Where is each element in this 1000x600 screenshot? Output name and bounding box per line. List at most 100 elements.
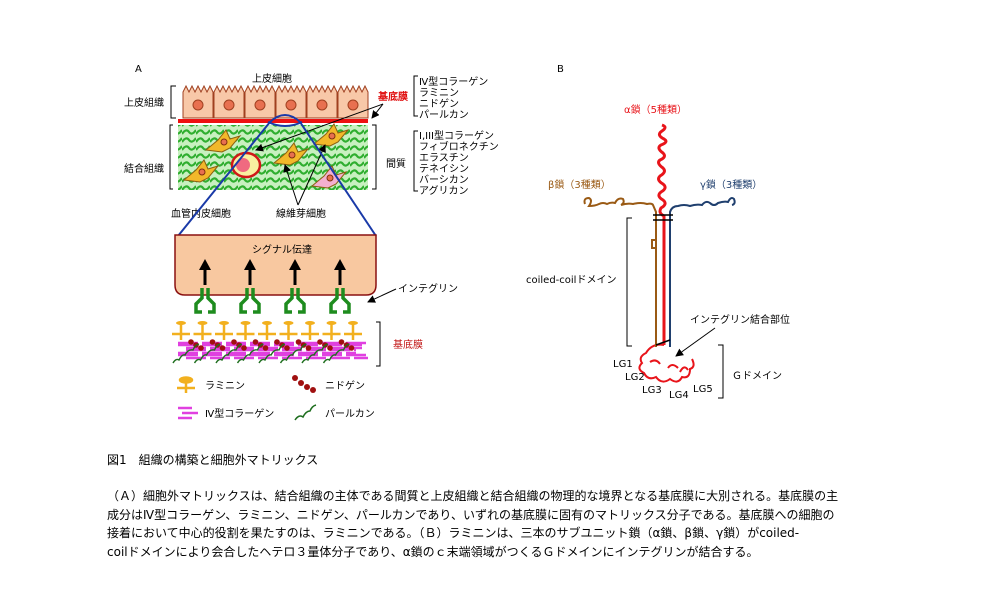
epithelial-cells [182,84,369,119]
interstitium-label: 間質 [386,157,406,170]
signal-arrowhead [199,259,211,270]
interstitium-component: テネイシン [419,163,469,175]
nidogen-bead [305,345,312,351]
panel-b: B α鎖（5種類） β鎖（3種類） γ鎖（3種類） coiled-coilドメイ… [526,64,790,401]
lg-label: LG5 [693,384,713,395]
nidogen-bead [274,339,280,345]
zoom-indicator [177,114,377,237]
cell-interior-box [174,234,377,296]
integrin-icon [329,288,351,314]
alpha-chain-label: α鎖（5種類） [624,103,687,116]
beta-chain-label: β鎖（3種類） [548,178,611,191]
description-line: coilドメインにより会合したヘテロ３量体分子であり、α鎖のｃ末端領域がつくるＧ… [107,544,759,559]
nidogen-icon [292,375,316,393]
nidogen-bead [198,345,204,351]
nidogen-bead [209,339,216,345]
panel-b-label: B [557,64,564,75]
epithelial-tissue-label: 上皮組織 [124,96,164,109]
lg-labels: LG1 LG2 LG3 LG4 LG5 [613,359,713,401]
coiled-coil-bracket [626,217,632,347]
bm-arrow [371,103,384,119]
g-domain-bracket [718,344,724,399]
fibroblast-arrow-2 [297,144,326,206]
cell-nucleus [316,99,328,111]
interstitium-component: エラスチン [419,152,469,164]
connective-bracket [169,124,173,190]
perlecan-strand [215,343,243,364]
lg-label: LG4 [669,390,689,401]
lg-label: LG1 [613,359,633,370]
bm-components-list: Ⅳ型コラーゲン ラミニン ニドゲン パールカン [419,75,488,121]
signal-arrowhead [244,259,256,270]
legend-laminin: ラミニン [205,380,245,392]
integrins [194,288,351,314]
g-domain-label: Ｇドメイン [732,371,782,382]
integrin-binding-site-label: インテグリン結合部位 [690,313,790,326]
bm-bracket [376,321,381,367]
perlecan-strand [193,343,221,364]
basement-membrane-label-2: 基底膜 [393,338,423,351]
epithelial-cell-label: 上皮細胞 [252,72,292,85]
nidogen-bead [338,339,345,345]
nidogen-bead [252,339,259,345]
fibroblast-arrow [283,164,299,206]
bm-component: Ⅳ型コラーゲン [419,75,488,88]
integrin-site-arrow [675,327,716,357]
laminin-icon [177,376,195,393]
signal-transduction-label: シグナル伝達 [252,243,312,256]
interstitium-bracket [372,124,377,190]
fibroblast-nucleus [220,138,228,146]
basement-membrane-label: 基底膜 [377,90,408,103]
bm-component: ラミニン [419,87,459,99]
connective-tissue-label: 結合組織 [124,162,164,175]
legend: ラミニン ニドゲン Ⅳ型コラーゲン パールカン [177,375,375,421]
perlecan-icon [294,404,317,421]
interstitium-components-bracket [413,130,418,192]
epithelial-bracket [170,85,176,119]
integrin-icon [284,288,306,314]
signal-arrows [199,259,346,285]
fibroblast-nucleus [326,174,334,182]
legend-perlecan: パールカン [325,408,375,420]
bm-arrow-2 [255,103,384,152]
interstitium-component: I,III型コラーゲン [419,129,494,142]
perlecan-strand [279,343,307,364]
cell-nucleus [192,99,204,111]
interstitium-components-list: I,III型コラーゲン フィブロネクチン エラスチン テネイシン バーシカン ア… [419,129,499,197]
perlecan-strand [322,343,350,364]
integrin-label: インテグリン [398,282,458,295]
integrin-icon [194,288,216,314]
panel-a: A 上皮細胞 上皮組織 結合組織 基底膜 Ⅳ型コラーゲン ラミニン ニドゲン パ… [124,64,499,421]
figure-caption: 図1 組織の構築と細胞外マトリックス [107,453,319,467]
fibroblast-nucleus [288,151,296,159]
integrin-arrow [367,288,397,303]
nidogen-bead [231,339,237,345]
legend-nidogen: ニドゲン [325,380,365,392]
description-line: 成分はⅣ型コラーゲン、ラミニン、ニドゲン、パールカンであり、いずれの基底膜に固有… [107,507,835,522]
panel-a-label: A [135,64,142,75]
interstitium-component: バーシカン [419,174,469,186]
perlecan-strand [301,343,329,364]
cell-nucleus [347,99,359,111]
lg-label: LG3 [642,385,662,396]
nidogen-bead [317,339,323,345]
nidogen-bead [327,345,333,351]
cell-nucleus [285,99,297,111]
legend-collagen4: Ⅳ型コラーゲン [205,407,274,420]
endothelial-cell-label: 血管内皮細胞 [171,207,231,220]
figure-description: （Ａ）細胞外マトリックスは、結合組織の主体である間質と上皮組織と結合組織の物理的… [107,487,907,561]
gamma-chain [669,197,736,347]
basement-membrane-line [178,119,368,123]
nidogen-bead [188,339,194,345]
nidogen-bead [284,345,290,351]
fibroblast-label: 線維芽細胞 [276,207,326,220]
interstitium-component: アグリカン [419,184,469,197]
lg-label: LG2 [625,372,645,383]
basement-membrane-structure [172,321,368,364]
cell-nucleus [223,99,235,111]
signal-arrowhead [334,259,346,270]
alpha-chain [638,123,695,383]
perlecan-strand [172,343,200,364]
bm-component: パールカン [419,109,469,121]
